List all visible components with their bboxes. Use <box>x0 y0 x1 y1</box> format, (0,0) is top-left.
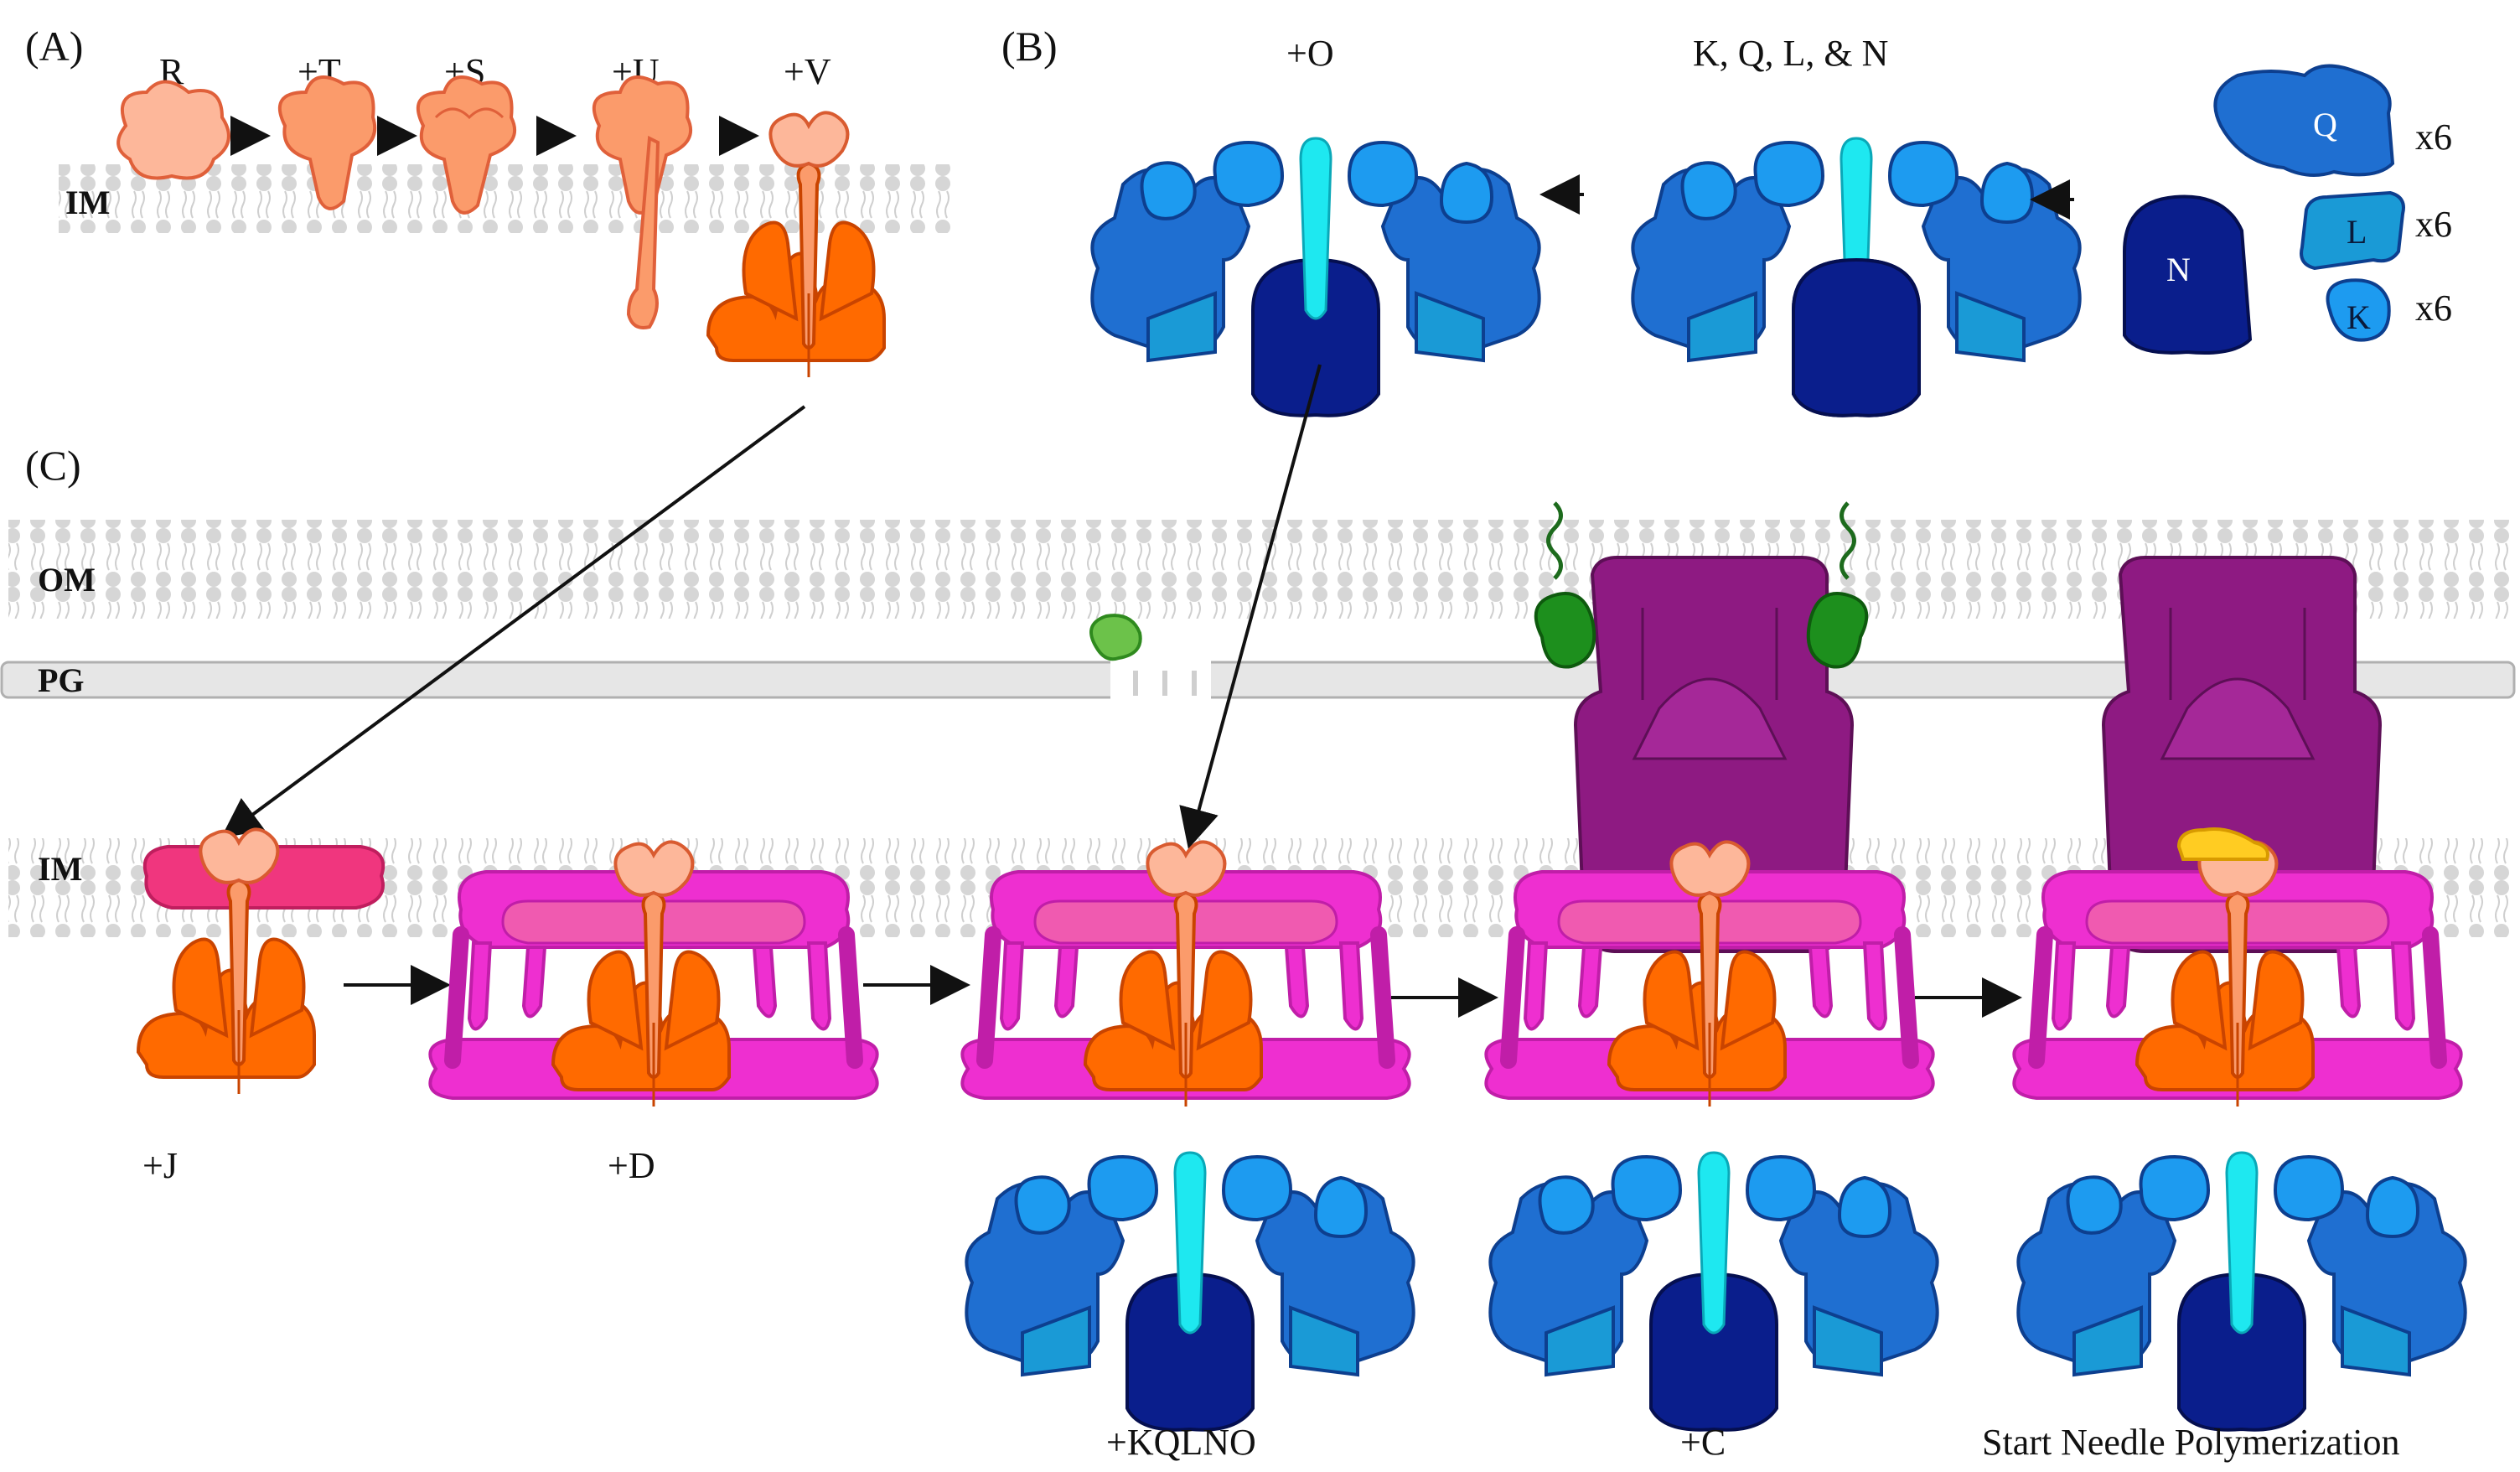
export-apparatus-a <box>706 111 886 379</box>
sorting-platform-b-ring <box>1631 137 2082 417</box>
component-q-count: x6 <box>2415 117 2452 158</box>
panel-c-label: (C) <box>25 442 81 489</box>
im-label-c: IM <box>38 850 82 888</box>
label-kqln: K, Q, L, & N <box>1693 33 1888 74</box>
component-l: L x6 <box>2300 190 2452 271</box>
stage-plus-j: +J <box>137 827 386 1186</box>
step-a-t: +T <box>277 51 377 210</box>
arrow-b-to-c <box>1179 364 1322 849</box>
stage-label-c: +C <box>1680 1422 1726 1463</box>
stage-label-j: +J <box>142 1145 178 1186</box>
stage-plus-c: +C <box>1486 501 1937 1463</box>
pg-label: PG <box>38 661 85 699</box>
pilotin-right <box>1806 592 1869 669</box>
ruler-protein <box>2176 827 2269 861</box>
stage-plus-kqlno: +KQLNO <box>962 840 1413 1463</box>
component-l-label: L <box>2347 213 2367 251</box>
step-a-v: +V <box>706 51 886 379</box>
stage-label-kqlno: +KQLNO <box>1106 1422 1256 1463</box>
protein-r-shape <box>116 80 230 180</box>
arrow-a-to-c <box>220 405 806 838</box>
stage-label-d: +D <box>608 1145 655 1186</box>
step-a-u: +U <box>592 51 692 329</box>
component-n-label: N <box>2166 251 2191 288</box>
pilotin-left <box>1534 592 1596 669</box>
protein-u-shape <box>626 135 660 329</box>
component-k-label: K <box>2347 298 2371 336</box>
step-a-r: R <box>116 51 230 180</box>
component-q-label: Q <box>2313 106 2337 143</box>
stage-needle-polymerization: Start Needle Polymerization <box>1982 556 2466 1463</box>
component-k: K x6 <box>2326 278 2452 342</box>
step-a-s: +S <box>416 51 516 215</box>
component-k-count: x6 <box>2415 288 2452 329</box>
stage-label-needle: Start Needle Polymerization <box>1982 1422 2400 1463</box>
lytic-transglycosylase <box>1089 614 1142 661</box>
label-plus-o: +O <box>1286 33 1334 74</box>
panel-a-label: (A) <box>25 23 83 70</box>
peptidoglycan-layer <box>0 661 2516 699</box>
step-label-v: +V <box>784 51 831 92</box>
protein-t-shape <box>277 75 377 210</box>
im-label-a: IM <box>65 184 110 221</box>
panel-b-label: (B) <box>1001 23 1058 70</box>
component-q: Q x6 <box>2213 64 2452 177</box>
om-label: OM <box>38 561 96 599</box>
stage-plus-d: +D <box>430 840 877 1186</box>
outer-membrane <box>8 520 2510 619</box>
pg-hole-marks <box>1133 671 1197 696</box>
component-l-count: x6 <box>2415 204 2452 245</box>
component-n: N <box>2123 194 2253 355</box>
